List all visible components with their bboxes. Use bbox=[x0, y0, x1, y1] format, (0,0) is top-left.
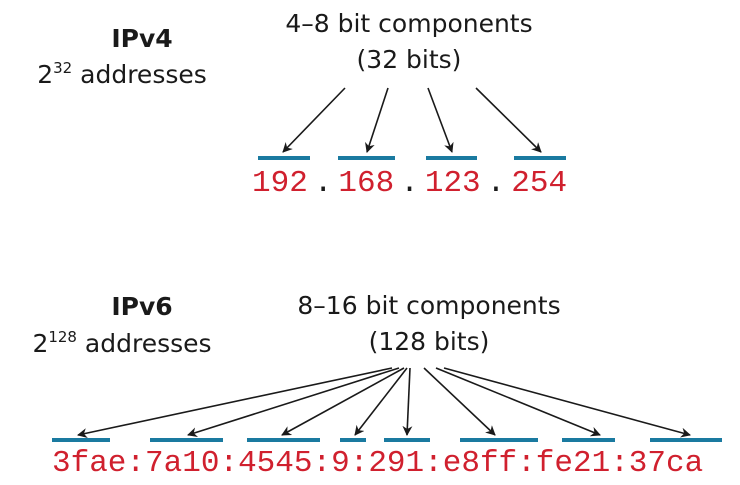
ipv6-segment-bar bbox=[650, 438, 722, 442]
ipv6-component-arrow bbox=[435, 367, 601, 437]
ipv4-address-part: 254 bbox=[511, 166, 568, 201]
ipv4-address-separator: . bbox=[400, 166, 419, 201]
ipv6-component-arrow bbox=[443, 367, 691, 438]
ipv4-component-arrow bbox=[427, 87, 454, 153]
ipv4-count-base: 2 bbox=[37, 60, 54, 89]
ipv4-component-arrow bbox=[282, 87, 346, 153]
ipv6-component-arrow bbox=[354, 367, 408, 436]
ipv6-components-label: 8–16 bit components bbox=[297, 291, 561, 320]
ipv4-address-count: 232 addresses bbox=[12, 60, 232, 89]
ipv6-address-separator: : bbox=[349, 446, 369, 481]
ipv6-address-count: 2128 addresses bbox=[12, 329, 232, 358]
ipv4-address: 192.168.123.254 bbox=[252, 166, 567, 201]
ipv6-address-separator: : bbox=[219, 446, 239, 481]
ipv4-components-label: 4–8 bit components bbox=[285, 9, 533, 38]
ipv6-address-separator: : bbox=[517, 446, 536, 481]
ipv4-address-separator: . bbox=[486, 166, 506, 201]
ipv4-address-part: 192 bbox=[252, 166, 308, 201]
ipv6-address-separator: : bbox=[312, 446, 332, 481]
ipv6-segment-bar bbox=[247, 438, 320, 442]
ipv6-address-part: 3fae bbox=[52, 446, 127, 481]
ipv6-address-part: 37ca bbox=[628, 446, 704, 481]
ipv6-component-arrow bbox=[402, 367, 413, 436]
ipv6-count-base: 2 bbox=[32, 329, 49, 358]
ipv6-address-part: e8ff bbox=[442, 446, 518, 481]
ipv6-title: IPv6 bbox=[111, 292, 173, 321]
ipv6-segment-bar bbox=[384, 438, 430, 442]
ipv6-segment-bar bbox=[150, 438, 223, 442]
ipv6-address-separator: : bbox=[610, 446, 629, 481]
ipv6-segment-bar bbox=[52, 438, 110, 442]
ipv6-segment-bar bbox=[460, 438, 538, 442]
ipv4-count-suffix: addresses bbox=[72, 60, 207, 89]
ipv6-address: 3fae:7a10:4545:9:291:e8ff:fe21:37ca bbox=[52, 446, 703, 481]
ipv6-segment-bar bbox=[340, 438, 366, 442]
ipv4-bits-label: (32 bits) bbox=[356, 45, 462, 74]
ipv6-address-part: fe21 bbox=[535, 446, 611, 481]
ipv6-address-part: 291 bbox=[368, 446, 425, 481]
ipv6-component-arrow bbox=[187, 367, 400, 438]
ipv6-component-arrow bbox=[281, 367, 405, 436]
ipv4-segments bbox=[258, 87, 566, 160]
ipv4-title: IPv4 bbox=[111, 24, 173, 53]
ipv6-component-arrow bbox=[423, 367, 496, 436]
ipv6-segments bbox=[52, 367, 722, 442]
ipv4-address-separator: . bbox=[313, 166, 333, 201]
ipv4-component-arrow bbox=[365, 87, 389, 153]
ipv6-component-arrow bbox=[77, 367, 393, 439]
ipv6-address-part: 7a10 bbox=[145, 446, 220, 481]
ipv6-segment-bar bbox=[562, 438, 615, 442]
ipv6-count-suffix: addresses bbox=[76, 329, 212, 358]
ipv6-address-separator: : bbox=[424, 446, 443, 481]
ipv4-count-exponent: 32 bbox=[53, 59, 73, 77]
ipv4-component-arrow bbox=[475, 87, 542, 153]
ipv4-segment-bar bbox=[514, 156, 566, 160]
ipv6-count-exponent: 128 bbox=[48, 328, 77, 346]
ipv6-address-separator: : bbox=[126, 446, 146, 481]
ipv6-bits-label: (128 bits) bbox=[368, 327, 490, 356]
ipv4-address-part: 123 bbox=[424, 166, 481, 201]
ipv4-segment-bar bbox=[258, 156, 310, 160]
ipv4-address-part: 168 bbox=[338, 166, 395, 201]
ipv6-address-part: 4545 bbox=[238, 446, 313, 481]
ipv4-segment-bar bbox=[338, 156, 395, 160]
ipv4-segment-bar bbox=[426, 156, 477, 160]
ipv6-address-part: 9 bbox=[331, 446, 350, 481]
